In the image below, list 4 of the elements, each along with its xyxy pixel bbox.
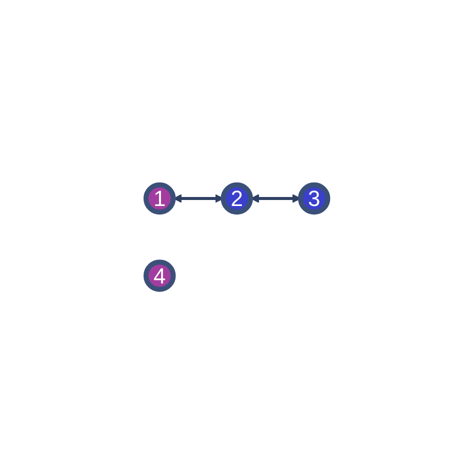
node-circle: 1 [144, 182, 176, 214]
node-circle: 2 [220, 182, 254, 214]
node-circle: 4 [144, 260, 176, 292]
node-circle: 3 [298, 182, 330, 214]
